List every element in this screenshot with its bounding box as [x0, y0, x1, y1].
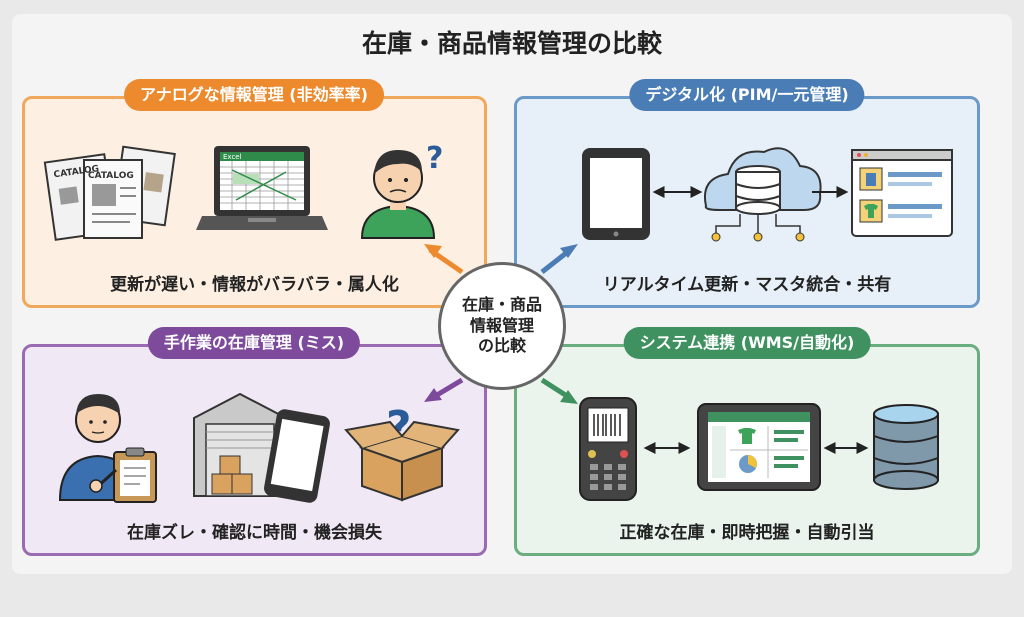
label-manual-inventory: 手作業の在庫管理 (ミス): [147, 327, 361, 359]
caption-digital: リアルタイム更新・マスタ統合・共有: [602, 275, 892, 295]
label-digital: デジタル化 (PIM/一元管理): [629, 79, 865, 111]
label-analog-info: アナログな情報管理 (非効率率): [124, 79, 384, 111]
center-line-1: 在庫・商品: [461, 294, 542, 314]
label-system: システム連携 (WMS/自動化): [623, 327, 871, 359]
center-line-2: 情報管理: [469, 315, 534, 335]
caption-system: 正確な在庫・即時把握・自動引当: [619, 523, 875, 543]
caption-analog-info: 更新が遅い・情報がバラバラ・属人化: [110, 275, 399, 295]
center-line-3: の比較: [477, 336, 526, 356]
page-title: 在庫・商品情報管理の比較: [361, 29, 662, 58]
caption-manual-inventory: 在庫ズレ・確認に時間・機会損失: [127, 523, 382, 543]
center-circle: 在庫・商品 情報管理 の比較: [438, 262, 566, 390]
